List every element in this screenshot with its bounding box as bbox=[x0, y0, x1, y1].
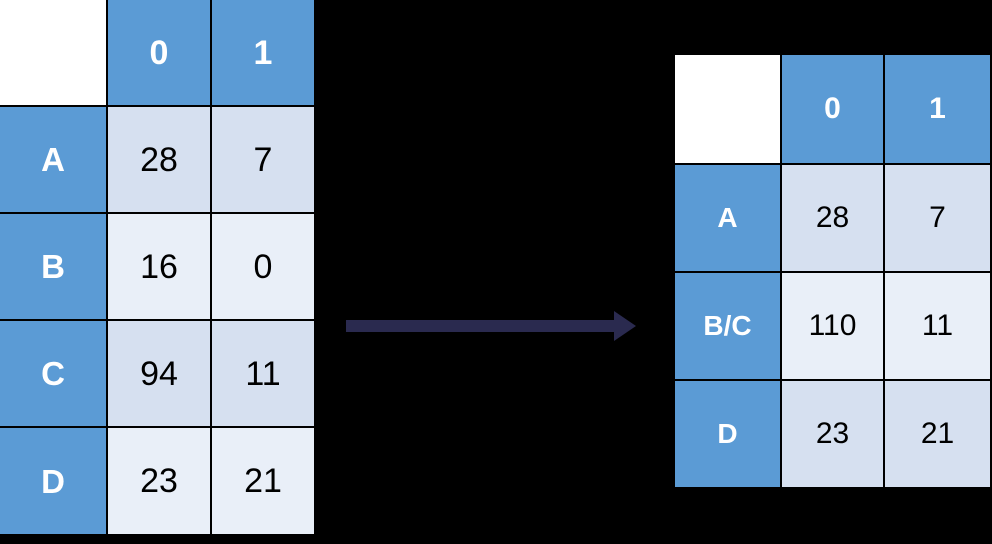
before-table-cell-b-0: 16 bbox=[108, 214, 210, 319]
before-table-cell-a-0: 28 bbox=[108, 107, 210, 212]
before-table-cell-a-1: 7 bbox=[212, 107, 314, 212]
before-table-row-header-c: C bbox=[0, 321, 106, 426]
after-table-column-header-1: 1 bbox=[885, 55, 990, 163]
after-table-cell-d-1: 21 bbox=[885, 381, 990, 487]
after-table-column-header-0: 0 bbox=[782, 55, 883, 163]
before-table-corner-cell bbox=[0, 0, 106, 105]
after-table-cell-bc-0: 110 bbox=[782, 273, 883, 379]
after-table-row-header-d: D bbox=[675, 381, 780, 487]
before-table-cell-c-1: 11 bbox=[212, 321, 314, 426]
after-table-row-header-a: A bbox=[675, 165, 780, 271]
after-table-cell-a-1: 7 bbox=[885, 165, 990, 271]
after-table-cell-a-0: 28 bbox=[782, 165, 883, 271]
before-table-row-header-d: D bbox=[0, 428, 106, 534]
before-table-cell-d-1: 21 bbox=[212, 428, 314, 534]
before-table-row-header-a: A bbox=[0, 107, 106, 212]
before-table-cell-b-1: 0 bbox=[212, 214, 314, 319]
before-table-cell-c-0: 94 bbox=[108, 321, 210, 426]
before-table: 0 1 A 28 7 B 16 0 C 94 11 D 23 21 bbox=[0, 0, 316, 540]
after-table-corner-cell bbox=[675, 55, 780, 163]
after-table-row-header-bc: B/C bbox=[675, 273, 780, 379]
right-arrow-icon bbox=[346, 311, 636, 341]
before-table-column-header-1: 1 bbox=[212, 0, 314, 105]
after-table-cell-d-0: 23 bbox=[782, 381, 883, 487]
after-table-cell-bc-1: 11 bbox=[885, 273, 990, 379]
after-table: 0 1 A 28 7 B/C 110 11 D 23 21 bbox=[675, 55, 990, 487]
before-table-row-header-b: B bbox=[0, 214, 106, 319]
before-table-cell-d-0: 23 bbox=[108, 428, 210, 534]
before-table-column-header-0: 0 bbox=[108, 0, 210, 105]
